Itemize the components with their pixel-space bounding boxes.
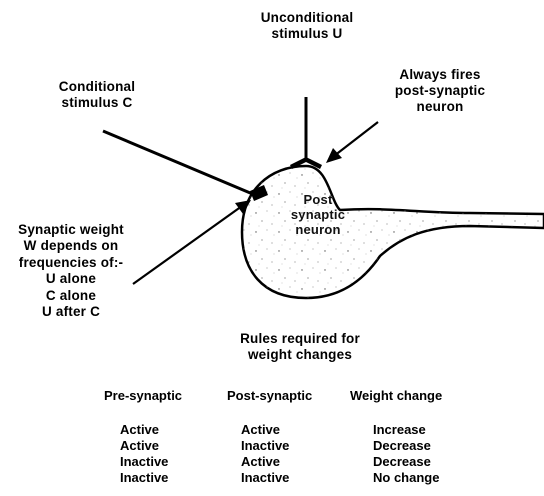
table-cell: Inactive [120, 454, 168, 470]
unconditional-stimulus-label: Unconditional stimulus U [248, 10, 366, 42]
table-cell: Increase [373, 422, 439, 438]
weight-change-column: Increase Decrease Decrease No change [373, 422, 439, 486]
table-cell: Inactive [120, 470, 168, 486]
table-cell: No change [373, 470, 439, 486]
table-cell: Decrease [373, 454, 439, 470]
table-cell: Decrease [373, 438, 439, 454]
conditional-stimulus-line [103, 131, 255, 195]
table-cell: Inactive [241, 438, 289, 454]
post-synaptic-neuron-label: Post synaptic neuron [278, 192, 358, 237]
conditional-stimulus-label: Conditional stimulus C [38, 79, 156, 111]
always-fires-arrow [326, 122, 378, 163]
table-cell: Active [120, 438, 168, 454]
weight-change-header: Weight change [350, 388, 442, 403]
table-cell: Active [120, 422, 168, 438]
pre-synaptic-header: Pre-synaptic [104, 388, 182, 403]
synaptic-weight-label: Synaptic weight W depends on frequencies… [4, 222, 138, 320]
synaptic-weight-arrow [133, 200, 251, 284]
post-synaptic-column: Active Inactive Active Inactive [241, 422, 289, 486]
always-fires-label: Always fires post-synaptic neuron [381, 67, 499, 115]
pre-synaptic-column: Active Active Inactive Inactive [120, 422, 168, 486]
table-cell: Active [241, 454, 289, 470]
rules-title: Rules required for weight changes [200, 331, 400, 363]
table-cell: Active [241, 422, 289, 438]
table-cell: Inactive [241, 470, 289, 486]
post-synaptic-header: Post-synaptic [227, 388, 312, 403]
